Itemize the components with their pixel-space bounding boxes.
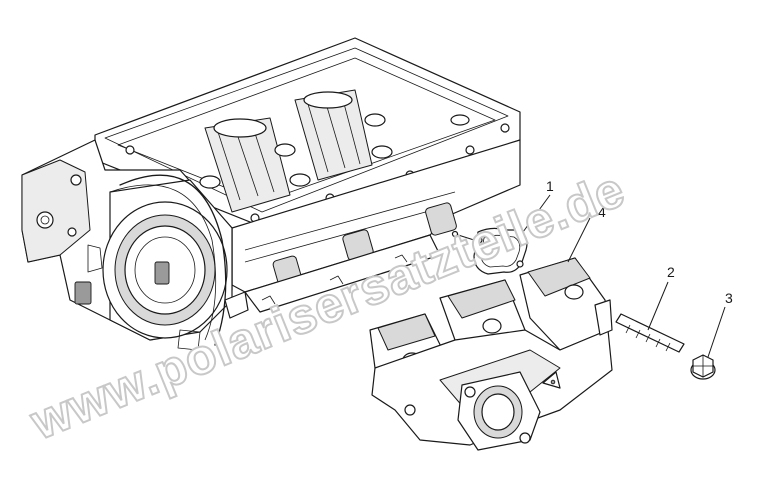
gasket-icon <box>451 227 528 275</box>
cylinder-head-icon <box>21 37 521 351</box>
flange-nut-icon <box>690 306 726 380</box>
callout-1: 1 <box>546 178 554 194</box>
exhaust-manifold-icon <box>369 217 613 451</box>
callout-2: 2 <box>667 264 675 280</box>
stud-bolt-icon <box>615 281 685 353</box>
callout-3: 3 <box>725 290 733 306</box>
callout-4: 4 <box>598 204 606 220</box>
